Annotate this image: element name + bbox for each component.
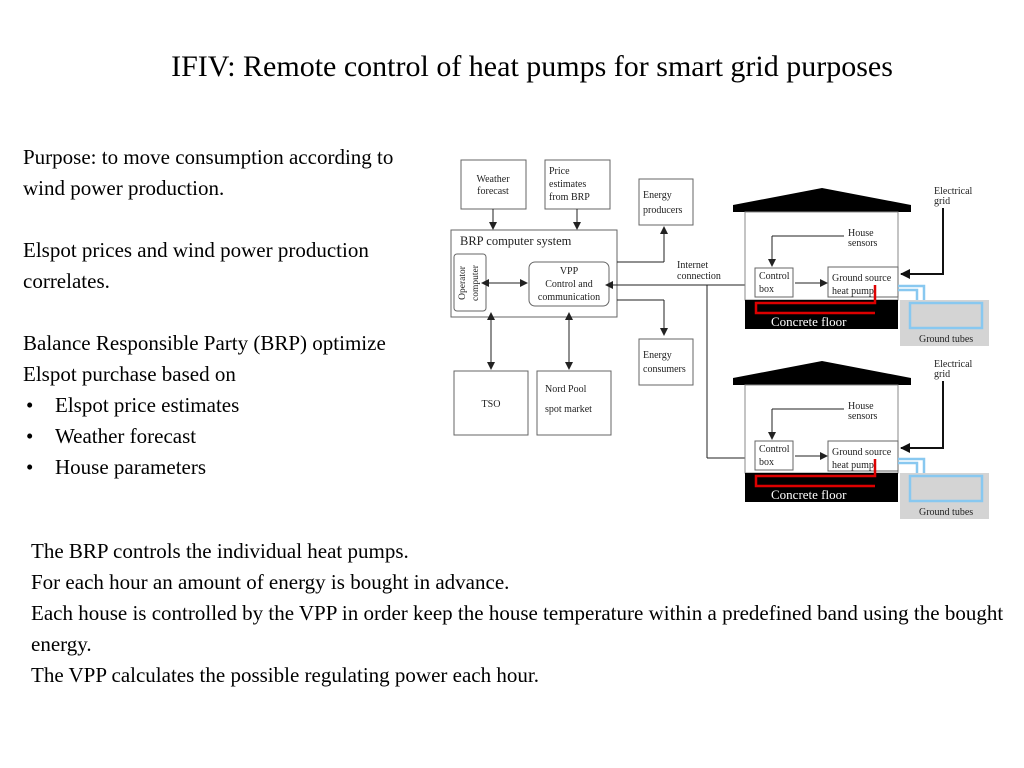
heat-pump-box xyxy=(827,266,899,298)
ground-tube-connector xyxy=(898,457,926,473)
house-roof xyxy=(733,188,911,212)
bullet-text: Weather forecast xyxy=(55,424,197,448)
brp-bullet-list: • Elspot price estimates • Weather forecas… xyxy=(23,390,423,483)
ground-tube-connector xyxy=(898,284,926,300)
vpp-label: VPP xyxy=(560,266,579,277)
weather-forecast-label: forecast xyxy=(477,186,509,197)
house-sensors-label: sensors xyxy=(848,411,878,422)
concrete-floor xyxy=(745,300,898,329)
nord-pool-box xyxy=(536,370,612,436)
electrical-grid-label: Electrical xyxy=(934,186,973,197)
bullet-item: • Elspot price estimates xyxy=(23,390,423,421)
purpose-text: Purpose: to move consumption according t… xyxy=(23,145,394,200)
house-1: House sensors Control box Ground source … xyxy=(733,186,989,346)
house-sensors-label: sensors xyxy=(848,238,878,249)
correlation-text: Elspot prices and wind power production … xyxy=(23,238,369,293)
control-box-label: box xyxy=(759,284,774,295)
vpp-label: Control and xyxy=(545,279,593,290)
price-estimates-label: Price xyxy=(549,166,570,177)
operator-computer-label: computer xyxy=(471,264,481,301)
price-estimates-label: from BRP xyxy=(549,192,590,203)
heat-pump-box xyxy=(827,440,899,472)
ground-tube-loop xyxy=(908,474,984,503)
internet-label: Internet xyxy=(677,260,708,271)
internet-label: connection xyxy=(677,271,721,282)
tso-label: TSO xyxy=(482,399,501,410)
control-box xyxy=(754,440,794,471)
electrical-grid-label: Electrical xyxy=(934,359,973,370)
bottom-line: The VPP calculates the possible regulati… xyxy=(31,663,539,687)
bottom-text-block: The BRP controls the individual heat pum… xyxy=(31,536,1011,691)
house-sensors-label: House xyxy=(848,401,874,412)
bottom-line: The BRP controls the individual heat pum… xyxy=(31,539,409,563)
house-2: House sensors Control box Ground source … xyxy=(733,359,989,519)
operator-computer-label: Operator xyxy=(458,265,468,300)
energy-producers-label: Energy xyxy=(643,190,672,201)
ground-tube-loop xyxy=(908,301,984,330)
bullet-text: Elspot price estimates xyxy=(55,393,240,417)
weather-forecast-box xyxy=(460,159,527,210)
control-box xyxy=(754,267,794,298)
ground-area xyxy=(900,300,989,346)
energy-consumers-label: Energy xyxy=(643,350,672,361)
bottom-line: Each house is controlled by the VPP in o… xyxy=(31,601,1004,656)
ground-tubes-label: Ground tubes xyxy=(919,334,973,345)
brp-system-label: BRP computer system xyxy=(460,234,572,248)
price-estimates-label: estimates xyxy=(549,179,586,190)
floor-heating-pipe xyxy=(754,285,877,315)
control-box-label: box xyxy=(759,457,774,468)
nord-pool-label: spot market xyxy=(545,404,592,415)
concrete-floor xyxy=(745,473,898,502)
electrical-grid-label: grid xyxy=(934,369,950,380)
tso-box xyxy=(453,370,529,436)
bullet-text: House parameters xyxy=(55,455,207,479)
bullet-item: • House parameters xyxy=(23,452,423,483)
vpp-label: communication xyxy=(538,292,600,303)
energy-producers-box xyxy=(638,178,694,226)
brp-intro-text: Balance Responsible Party (BRP) optimize… xyxy=(23,331,386,386)
heat-pump-label: heat pump xyxy=(832,460,874,471)
bullet-glyph: • xyxy=(26,455,34,479)
slide-title-text: IFIV: Remote control of heat pumps for s… xyxy=(171,50,893,83)
nord-pool-label: Nord Pool xyxy=(545,384,587,395)
energy-producers-label: producers xyxy=(643,205,683,216)
bottom-line: For each hour an amount of energy is bou… xyxy=(31,570,510,594)
heat-pump-label: heat pump xyxy=(832,286,874,297)
ground-tubes-label: Ground tubes xyxy=(919,507,973,518)
house-roof xyxy=(733,361,911,385)
grid-power-line xyxy=(900,381,944,453)
floor-heating-pipe xyxy=(754,459,877,488)
control-box-label: Control xyxy=(759,271,790,282)
energy-consumers-box xyxy=(638,338,694,386)
bullet-glyph: • xyxy=(26,424,34,448)
energy-consumers-label: consumers xyxy=(643,364,686,375)
price-estimates-box xyxy=(544,159,611,210)
heat-pump-label: Ground source xyxy=(832,447,892,458)
bullet-glyph: • xyxy=(26,393,34,417)
control-box-label: Control xyxy=(759,444,790,455)
electrical-grid-label: grid xyxy=(934,196,950,207)
concrete-floor-label: Concrete floor xyxy=(771,487,847,502)
house-sensors-label: House xyxy=(848,228,874,239)
weather-forecast-label: Weather xyxy=(476,174,510,185)
ground-area xyxy=(900,473,989,519)
heat-pump-label: Ground source xyxy=(832,273,892,284)
concrete-floor-label: Concrete floor xyxy=(771,314,847,329)
left-text-block: Purpose: to move consumption according t… xyxy=(23,142,423,483)
slide-title: IFIV: Remote control of heat pumps for s… xyxy=(0,50,1024,84)
bullet-item: • Weather forecast xyxy=(23,421,423,452)
grid-power-line xyxy=(900,208,944,279)
